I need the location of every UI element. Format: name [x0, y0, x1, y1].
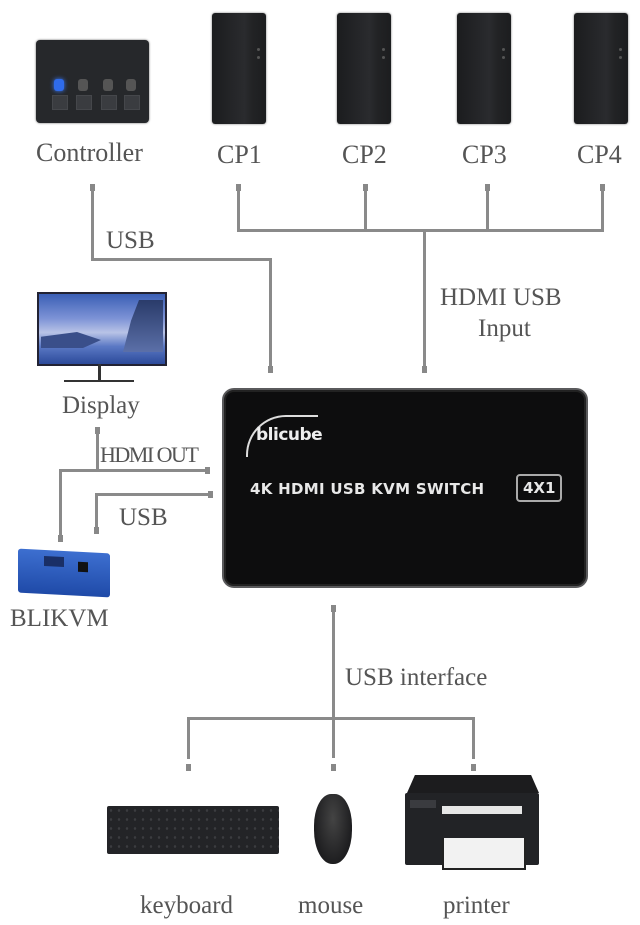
display-hdmi-wire [96, 433, 99, 471]
connector-dot [363, 184, 368, 191]
usb-interface-label: USB interface [345, 664, 488, 691]
connector-dot [208, 491, 213, 498]
kvm-port-badge: 4X1 [516, 474, 563, 502]
mouse-icon [314, 794, 352, 864]
hdmi-out-wire [59, 469, 62, 535]
printer-control-panel [410, 800, 436, 808]
pc-tower-icon [457, 13, 511, 124]
hdmi-usb-input-label-line1: HDMI USB [440, 284, 562, 311]
connector-dot [485, 184, 490, 191]
cp2-wire [364, 190, 367, 232]
controller-port-icon [76, 95, 92, 110]
controller-port-icon [52, 95, 68, 110]
pc-tower-icon [212, 13, 266, 124]
connector-dot [422, 366, 427, 373]
connector-dot [331, 605, 336, 612]
printer-paper-tray [442, 838, 526, 870]
cp3-label: CP3 [462, 140, 507, 169]
printer-wire [472, 717, 475, 759]
usb-interface-wire [332, 612, 335, 758]
connector-dot [95, 427, 100, 434]
pc-tower-icon [574, 13, 628, 124]
connector-dot [205, 467, 210, 474]
blikvm-usb-wire [95, 493, 98, 527]
cp4-label: CP4 [577, 140, 622, 169]
connector-dot [58, 535, 63, 542]
controller-usb-wire [91, 190, 94, 260]
hdmi-out-wire [59, 469, 207, 472]
kvm-model-label: 4K HDMI USB KVM SWITCH [250, 480, 485, 498]
mouse-label: mouse [298, 892, 364, 919]
connector-dot [331, 764, 336, 771]
monitor-icon [37, 292, 167, 366]
controller-port-icon [101, 95, 117, 110]
kvm-switch: blicube 4K HDMI USB KVM SWITCH 4X1 [222, 388, 588, 588]
connector-dot [186, 764, 191, 771]
peripheral-bus-wire [187, 717, 474, 720]
kvm-brand-logo: blicube [256, 425, 323, 445]
display-label: Display [62, 392, 140, 419]
connector-dot [94, 527, 99, 534]
controller-led-active-icon [54, 79, 64, 91]
keyboard-icon [107, 806, 279, 854]
connector-dot [268, 366, 273, 373]
monitor-base [64, 380, 134, 382]
monitor-stand [98, 364, 101, 380]
controller-led-icon [126, 79, 136, 91]
cp4-wire [601, 190, 604, 232]
controller-usb-label: USB [106, 227, 155, 254]
controller-led-icon [103, 79, 113, 91]
printer-label: printer [443, 892, 510, 919]
hdmi-usb-input-label-line2: Input [478, 315, 531, 342]
controller-label: Controller [36, 138, 143, 167]
controller-usb-wire [91, 258, 271, 261]
blikvm-label: BLIKVM [10, 605, 109, 632]
keyboard-label: keyboard [140, 892, 234, 919]
blikvm-usb-label: USB [119, 504, 168, 531]
controller-device [36, 40, 149, 123]
controller-led-icon [78, 79, 88, 91]
cp1-wire [237, 190, 240, 232]
connector-dot [471, 764, 476, 771]
hdmi-out-label: HDMI OUT [100, 442, 199, 467]
blikvm-device-icon [18, 548, 110, 598]
connector-dot [236, 184, 241, 191]
pc-tower-icon [337, 13, 391, 124]
cp3-wire [486, 190, 489, 232]
printer-icon [407, 775, 539, 793]
cp1-label: CP1 [217, 140, 262, 169]
printer-output-slot [442, 806, 522, 814]
pc-bus-wire [237, 229, 604, 232]
keyboard-wire [187, 717, 190, 759]
pc-input-wire [423, 229, 426, 366]
connector-dot [600, 184, 605, 191]
connector-dot [90, 184, 95, 191]
controller-port-icon [124, 95, 140, 110]
cp2-label: CP2 [342, 140, 387, 169]
blikvm-usb-wire [95, 493, 210, 496]
controller-usb-wire [269, 258, 272, 366]
